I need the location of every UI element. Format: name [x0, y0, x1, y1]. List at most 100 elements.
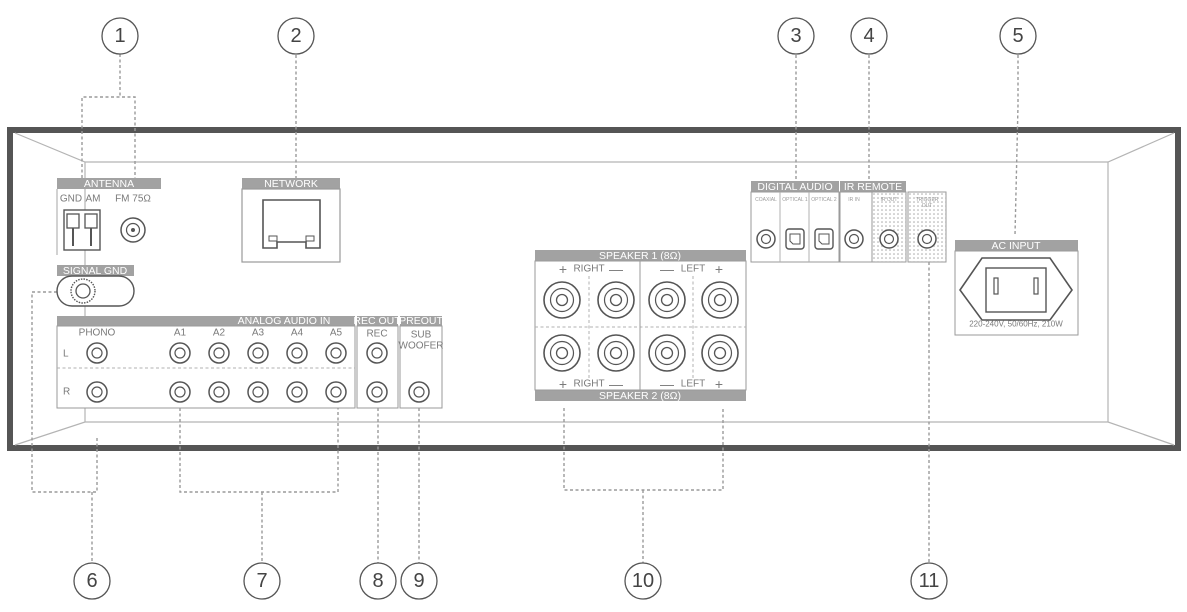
rec-label: REC: [366, 329, 387, 340]
ethernet-port[interactable]: [262, 199, 321, 249]
fm-label: FM 75Ω: [115, 194, 151, 205]
phono-right-jack[interactable]: [86, 381, 108, 403]
minus-sign: —: [660, 261, 674, 277]
a3-label: A3: [252, 328, 265, 339]
right-channel-label: R: [63, 387, 70, 398]
right-label: RIGHT: [573, 379, 604, 390]
preout-section: PREOUT SUB WOOFER: [399, 315, 444, 409]
coaxial-jack[interactable]: [756, 229, 776, 249]
trigger-out-label: OUT: [922, 203, 933, 209]
rec-out-right-jack[interactable]: [366, 381, 388, 403]
a1-label: A1: [174, 328, 187, 339]
antenna-heading: ANTENNA: [84, 178, 134, 190]
minus-sign: —: [609, 376, 623, 392]
optical1-port[interactable]: [785, 228, 805, 250]
minus-sign: —: [609, 261, 623, 277]
phono-label: PHONO: [79, 328, 116, 339]
digital-audio-section: DIGITAL AUDIO COAXIAL OPTICAL 1 OPTICAL …: [750, 181, 840, 263]
analog-audio-heading: ANALOG AUDIO IN: [238, 315, 331, 327]
rec-out-section: REC OUT REC: [353, 315, 401, 409]
phono-left-jack[interactable]: [86, 342, 108, 364]
a4-right-jack[interactable]: [286, 381, 308, 403]
speaker2-right-minus-terminal[interactable]: [597, 334, 635, 372]
callout-number: 5: [1012, 25, 1023, 47]
ir-out-jack[interactable]: [879, 229, 899, 249]
callout-8: 8: [359, 562, 397, 600]
callout-3: 3: [777, 17, 815, 55]
digital-audio-heading: DIGITAL AUDIO: [757, 181, 832, 193]
a2-left-jack[interactable]: [208, 342, 230, 364]
callout-number: 7: [256, 570, 267, 592]
ac-power-inlet[interactable]: [959, 257, 1073, 321]
callout-number: 1: [114, 25, 125, 47]
speaker1-left-plus-terminal[interactable]: [701, 281, 739, 319]
ir-remote-section: IR REMOTE IR IN IR OUT TRIGGER OUT: [839, 181, 947, 263]
speaker1-heading: SPEAKER 1 (8Ω): [599, 250, 681, 262]
subwoofer-jack[interactable]: [408, 381, 430, 403]
callout-5: 5: [999, 17, 1037, 55]
a3-left-jack[interactable]: [247, 342, 269, 364]
a5-label: A5: [330, 328, 343, 339]
callout-7: 7: [243, 562, 281, 600]
optical1-label: OPTICAL 1: [782, 197, 808, 203]
sub-label: SUB: [411, 330, 432, 341]
speaker2-left-minus-terminal[interactable]: [648, 334, 686, 372]
callout-number: 10: [632, 570, 654, 592]
optical2-label: OPTICAL 2: [811, 197, 837, 203]
speaker2-right-plus-terminal[interactable]: [543, 334, 581, 372]
callout-number: 6: [86, 570, 97, 592]
callout-number: 11: [919, 570, 940, 592]
ir-in-jack[interactable]: [844, 229, 864, 249]
am-terminal[interactable]: [63, 209, 101, 251]
network-section: NETWORK: [241, 178, 341, 263]
signal-gnd-heading: SIGNAL GND: [63, 265, 128, 277]
plus-sign: +: [559, 261, 567, 277]
a3-right-jack[interactable]: [247, 381, 269, 403]
a1-left-jack[interactable]: [169, 342, 191, 364]
speaker-section: SPEAKER 1 (8Ω) SPEAKER 2 (8Ω) + RIGHT — …: [534, 250, 747, 402]
a2-label: A2: [213, 328, 226, 339]
coaxial-label: COAXIAL: [755, 197, 777, 203]
a5-left-jack[interactable]: [325, 342, 347, 364]
left-channel-label: L: [63, 349, 69, 360]
ac-rating-label: 220-240V, 50/60Hz, 210W: [969, 320, 1063, 329]
a4-left-jack[interactable]: [286, 342, 308, 364]
a1-right-jack[interactable]: [169, 381, 191, 403]
callout-1: 1: [101, 17, 139, 55]
speaker1-right-plus-terminal[interactable]: [543, 281, 581, 319]
callout-number: 4: [863, 25, 874, 47]
antenna-section: ANTENNA GND AM FM 75Ω: [56, 178, 161, 255]
rec-out-left-jack[interactable]: [366, 342, 388, 364]
speaker2-heading: SPEAKER 2 (8Ω): [599, 390, 681, 402]
optical2-port[interactable]: [814, 228, 834, 250]
fm-antenna-jack[interactable]: [120, 217, 146, 243]
network-heading: NETWORK: [264, 178, 318, 190]
woofer-label: WOOFER: [399, 341, 444, 352]
ac-input-heading: AC INPUT: [991, 240, 1041, 252]
left-label: LEFT: [681, 379, 705, 390]
trigger-out-jack[interactable]: [917, 229, 937, 249]
gnd-label: GND: [60, 194, 82, 205]
ir-in-label: IR IN: [848, 197, 860, 203]
am-label: AM: [86, 194, 101, 205]
leader-lines: [31, 54, 1019, 563]
preout-heading: PREOUT: [399, 315, 443, 327]
plus-sign: +: [715, 261, 723, 277]
ground-screw[interactable]: [70, 278, 96, 304]
speaker2-left-plus-terminal[interactable]: [701, 334, 739, 372]
analog-audio-section: ANALOG AUDIO IN PHONO A1 A2 A3 A4 A5 L R: [56, 315, 356, 409]
right-label: RIGHT: [573, 264, 604, 275]
ir-remote-heading: IR REMOTE: [844, 181, 902, 193]
callout-9: 9: [400, 562, 438, 600]
callout-number: 3: [790, 25, 801, 47]
speaker1-right-minus-terminal[interactable]: [597, 281, 635, 319]
a2-right-jack[interactable]: [208, 381, 230, 403]
callout-10: 10: [624, 562, 662, 600]
callout-11: 11: [910, 562, 948, 600]
speaker1-left-minus-terminal[interactable]: [648, 281, 686, 319]
callout-4: 4: [850, 17, 888, 55]
trigger-label: TRIGGER: [916, 197, 939, 203]
a5-right-jack[interactable]: [325, 381, 347, 403]
